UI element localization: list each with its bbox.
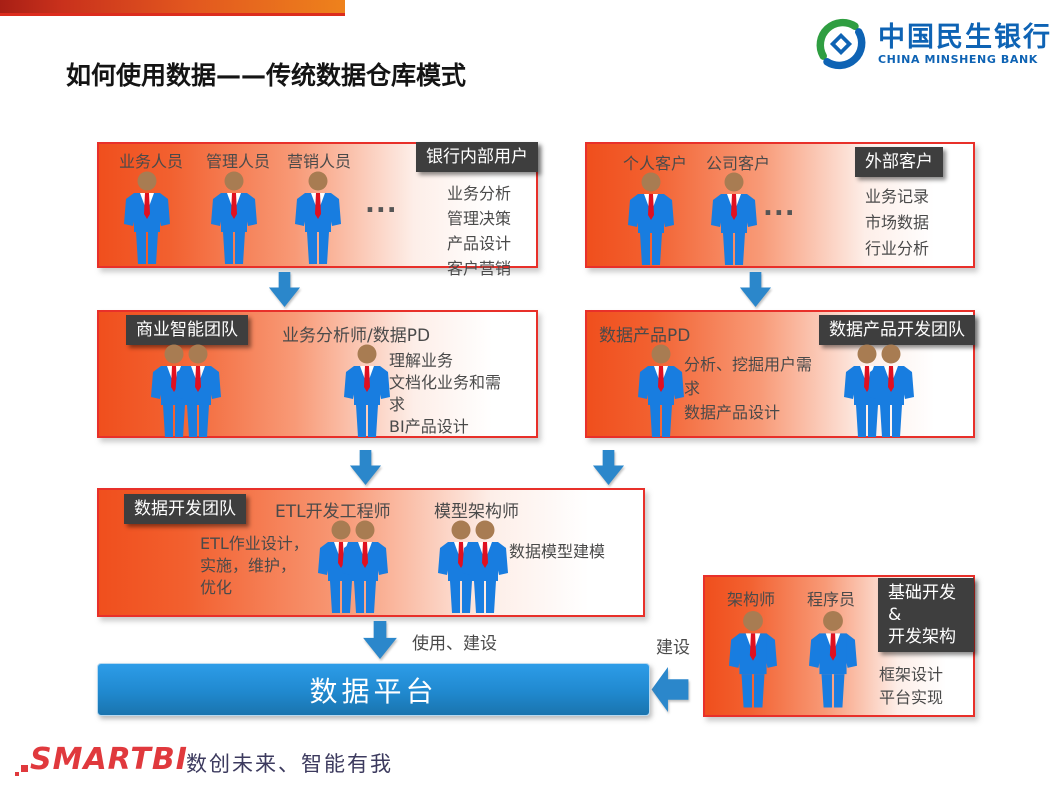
person-figure <box>344 344 390 437</box>
smartbi-wordmark: SMARTBI <box>30 742 188 777</box>
tag-data-product-team: 数据产品开发团队 <box>819 315 975 345</box>
infra-team-box: 架构师 程序员 基础开发&开发架构 框架设计平台实现 <box>703 575 975 717</box>
role-business-staff: 业务人员 <box>119 152 184 171</box>
data-product-role-title: 数据产品PD <box>599 326 691 346</box>
etl-tasks: ETL作业设计，实施，维护，优化 <box>200 534 309 597</box>
role-management-staff: 管理人员 <box>206 152 271 171</box>
smartbi-pixel-icon <box>21 765 28 772</box>
bank-logo-icon <box>816 18 866 70</box>
role-etl-engineer: ETL开发工程师 <box>275 502 391 522</box>
smartbi-logo: SMARTBI <box>15 742 188 777</box>
down-arrow-internal-to-bi <box>268 272 301 307</box>
person-figure <box>211 171 257 264</box>
ellipsis: ... <box>365 189 398 219</box>
smartbi-pixel-icon <box>15 772 19 776</box>
bank-name-en: CHINA MINSHENG BANK <box>878 52 1038 66</box>
modeling-task: 数据模型建模 <box>509 542 606 561</box>
tag-internal-users: 银行内部用户 <box>416 142 538 172</box>
build-label: 建设 <box>656 638 690 658</box>
role-model-architect: 模型架构师 <box>434 502 519 522</box>
top-accent-strip <box>0 13 345 16</box>
person-figure <box>711 172 757 265</box>
role-programmer: 程序员 <box>807 590 856 609</box>
tag-data-dev-team: 数据开发团队 <box>124 494 246 524</box>
bank-logo: 中国民生银行 CHINA MINSHENG BANK <box>812 16 1052 72</box>
tag-external-customers: 外部客户 <box>855 147 943 177</box>
person-figure <box>295 171 341 264</box>
person-figure <box>124 171 170 264</box>
top-accent-bar <box>0 0 345 13</box>
data-dev-team-box: 数据开发团队 ETL开发工程师 模型架构师 ETL作业设计，实施，维护，优化 数… <box>97 488 645 617</box>
tag-bi-team: 商业智能团队 <box>126 315 248 345</box>
down-arrow-product-to-dev <box>592 450 625 485</box>
internal-users-box: 业务人员 管理人员 营销人员 ... 银行内部用户 业务分析管理决策产品设计客户… <box>97 142 538 278</box>
person-figure <box>342 520 388 613</box>
data-product-tasks: 分析、挖掘用户需求数据产品设计 <box>684 355 813 422</box>
bank-name-cn: 中国民生银行 <box>878 21 1052 53</box>
data-product-team-box: 数据产品PD 分析、挖掘用户需求数据产品设计 数据产品开发团队 <box>585 310 975 438</box>
internal-users-tasks: 业务分析管理决策产品设计客户营销 <box>447 184 512 278</box>
person-figure <box>868 344 914 437</box>
data-platform-label: 数据平台 <box>309 674 438 708</box>
bi-team-role-title: 业务分析师/数据PD <box>282 326 431 346</box>
role-personal-customer: 个人客户 <box>623 154 688 173</box>
use-build-label: 使用、建设 <box>412 634 497 654</box>
ellipsis: ... <box>763 192 796 222</box>
person-figure <box>729 611 777 708</box>
left-arrow-infra-to-platform <box>651 667 689 712</box>
down-arrow-bi-to-dev <box>349 450 382 485</box>
slide-title: 如何使用数据——传统数据仓库模式 <box>66 61 467 90</box>
infra-tasks: 框架设计平台实现 <box>879 665 944 707</box>
person-figure <box>809 611 857 708</box>
role-marketing-staff: 营销人员 <box>287 152 352 171</box>
footer-tagline: 数创未来、智能有我 <box>186 752 393 776</box>
role-corporate-customer: 公司客户 <box>706 154 771 173</box>
person-figure <box>638 344 684 437</box>
role-architect: 架构师 <box>727 590 776 609</box>
person-figure <box>628 172 674 265</box>
person-figure <box>462 520 508 613</box>
data-platform-bar: 数据平台 <box>97 663 650 716</box>
tag-infra-team: 基础开发&开发架构 <box>878 578 974 652</box>
down-arrow-to-platform <box>363 621 397 659</box>
external-customers-tasks: 业务记录市场数据行业分析 <box>865 187 930 258</box>
person-figure <box>175 344 221 437</box>
down-arrow-external-to-product <box>739 272 772 307</box>
external-customers-box: 个人客户 公司客户 ... 外部客户 业务记录市场数据行业分析 <box>585 142 975 268</box>
